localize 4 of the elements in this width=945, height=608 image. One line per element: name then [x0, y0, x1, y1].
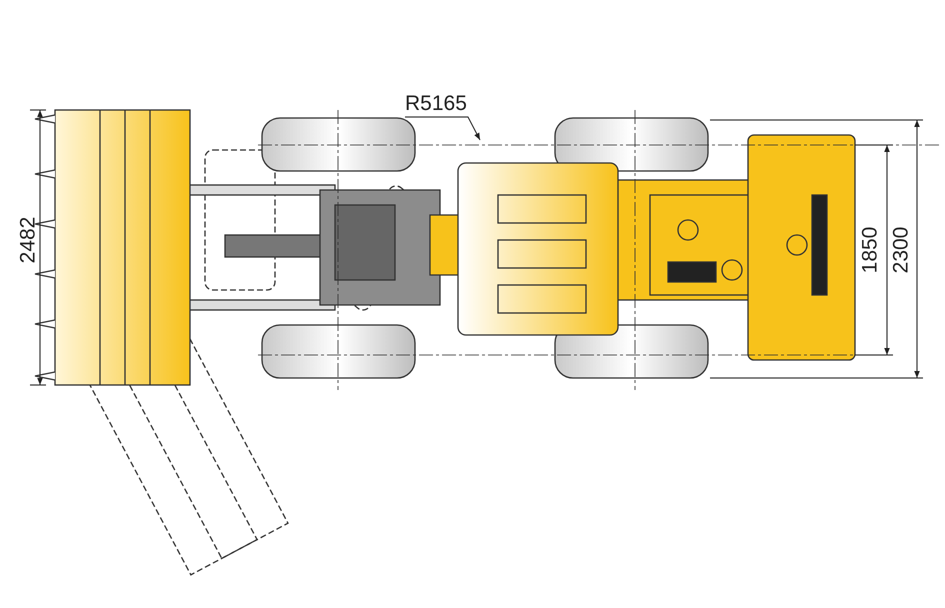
dimension-text: 2482 — [18, 216, 38, 264]
dimension-text: 1850 — [860, 226, 880, 274]
dimension-text: R5165 — [405, 93, 467, 114]
dimension-text: 2300 — [890, 226, 912, 274]
